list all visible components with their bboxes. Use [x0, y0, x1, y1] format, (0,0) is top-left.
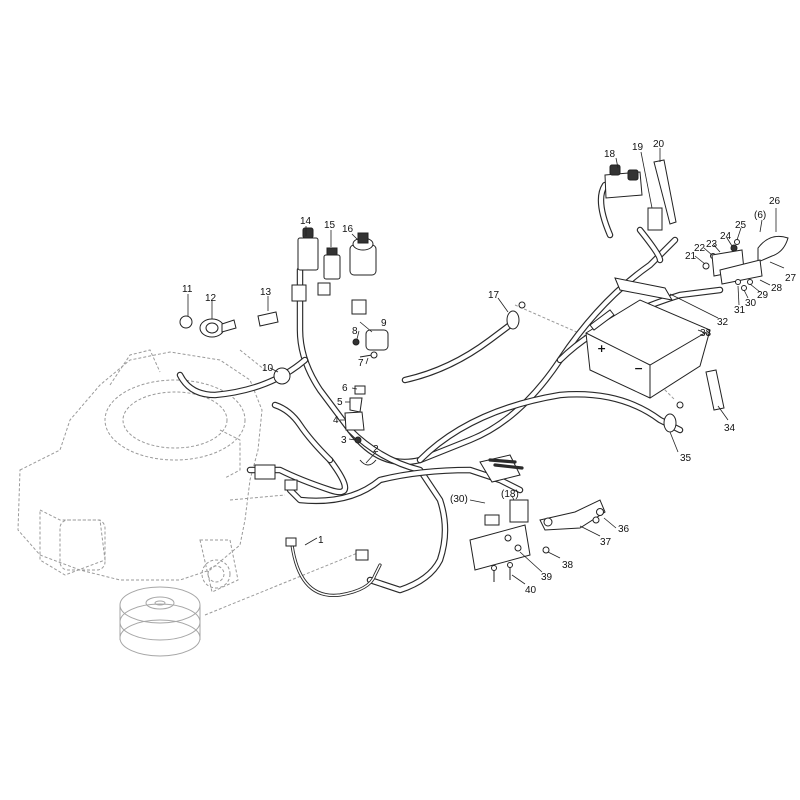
- callout-18: 18: [604, 149, 616, 160]
- callout-labels: 1 2 3 4 5 6 7 8 9 10 11 12 13 14 15 16 1…: [182, 139, 797, 596]
- part-11-clip: [179, 294, 193, 329]
- part-37-bracket: [539, 499, 606, 531]
- battery-plus-symbol: +: [597, 342, 606, 355]
- callout-38: 38: [562, 560, 574, 571]
- callout-1: 1: [318, 535, 324, 546]
- part-4-module: [344, 411, 365, 431]
- callout-35: 35: [680, 453, 692, 464]
- callout-8: 8: [352, 326, 358, 337]
- callout-40: 40: [525, 585, 537, 596]
- part-12-hour-meter: [199, 300, 237, 338]
- part-26-lever: [757, 235, 789, 263]
- callout-6: 6: [342, 383, 348, 394]
- callout-27: 27: [785, 273, 797, 284]
- callout-34: 34: [724, 423, 736, 434]
- callout-5: 5: [337, 397, 343, 408]
- part-40-screw: [491, 562, 513, 582]
- pto-clutch-outline: [119, 586, 201, 657]
- callout-37: 37: [600, 537, 612, 548]
- callout-28: 28: [771, 283, 783, 294]
- part-2-cable-tie: [359, 459, 377, 466]
- callout-36: 36: [618, 524, 630, 535]
- callout-23: 23: [706, 239, 718, 250]
- part-6-fuse: [354, 385, 366, 395]
- battery-minus-symbol: −: [634, 362, 643, 375]
- main-wire-harness: [176, 181, 724, 594]
- part-7-screw: [359, 351, 378, 359]
- callout-29: 29: [757, 290, 769, 301]
- part-14-pto-switch: [291, 226, 319, 302]
- part-33-battery: + −: [585, 299, 711, 399]
- engine-outline: [17, 349, 263, 593]
- callout-leaders: [269, 148, 785, 585]
- part-5-terminal: [349, 397, 363, 413]
- callout-9: 9: [381, 318, 387, 329]
- part-10-connector: [273, 367, 291, 385]
- callout-32: 32: [717, 317, 729, 328]
- part-32-battery-strap: [614, 277, 673, 301]
- part-9-relay: [359, 321, 389, 351]
- part-3-nut: [354, 436, 362, 444]
- callout-33: 33: [700, 328, 712, 339]
- callout-30-ref: (30): [450, 494, 468, 505]
- callout-19: 19: [632, 142, 644, 153]
- callout-3: 3: [341, 435, 347, 446]
- part-8-nut: [352, 338, 360, 346]
- callout-24: 24: [720, 231, 732, 242]
- part-38-nut: [542, 546, 550, 554]
- callout-2: 2: [373, 444, 379, 455]
- callout-18-ref: (18): [501, 489, 519, 500]
- part-18-seat-switch: [604, 164, 643, 199]
- callout-12: 12: [205, 293, 217, 304]
- part-36-bolt: [592, 508, 604, 524]
- callout-7: 7: [358, 358, 364, 369]
- callout-21: 21: [685, 251, 697, 262]
- callout-13: 13: [260, 287, 272, 298]
- part-27-31-hardware: [719, 259, 763, 291]
- part-19-connector: [647, 207, 663, 231]
- callout-20: 20: [653, 139, 665, 150]
- part-39-mount-plate: [469, 514, 531, 571]
- part-35-cable-end: [663, 401, 684, 433]
- part-15-switch: [317, 230, 341, 296]
- callout-22: 22: [694, 243, 706, 254]
- callout-14: 14: [300, 216, 312, 227]
- callout-15: 15: [324, 220, 336, 231]
- callout-25: 25: [735, 220, 747, 231]
- callout-17: 17: [488, 290, 500, 301]
- callout-4: 4: [333, 415, 339, 426]
- part-17-ring-terminal: [506, 301, 526, 330]
- wire-1-clutch-lead: [285, 537, 382, 597]
- callout-10: 10: [262, 363, 274, 374]
- callout-31: 31: [734, 305, 746, 316]
- starter-relay-assembly: [479, 454, 529, 523]
- callout-26: 26: [769, 196, 781, 207]
- callout-16: 16: [342, 224, 354, 235]
- part-34-hold-down-bar: [705, 369, 725, 411]
- callout-30: 30: [745, 298, 757, 309]
- callout-39: 39: [541, 572, 553, 583]
- callout-11: 11: [182, 284, 193, 295]
- part-16-ignition-switch: [349, 232, 377, 315]
- part-20-bracket: [653, 159, 677, 225]
- engine-connector: [254, 464, 298, 491]
- callout-6-ref: (6): [754, 210, 766, 221]
- part-13-connector: [257, 296, 279, 327]
